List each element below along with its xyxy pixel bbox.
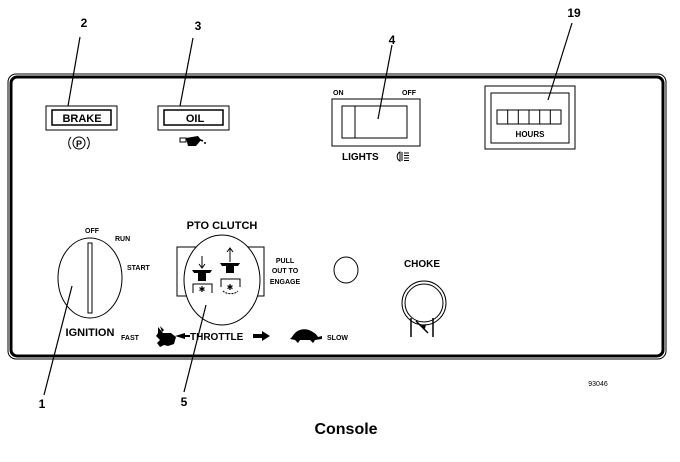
oil-can-icon <box>179 136 206 146</box>
pto-clutch: PTO CLUTCH ✱ ✱ PULL OUT TO ENGAGE <box>176 220 301 326</box>
figure-caption: Console <box>314 421 377 438</box>
oil-light: OIL <box>157 105 230 131</box>
ignition-switch: OFF RUN START IGNITION <box>57 228 151 339</box>
parking-brake-icon: P <box>68 136 90 150</box>
ignition-start-label: START <box>127 265 151 272</box>
throttle-arrow-left-icon <box>175 333 190 339</box>
pto-instruction-line-3: ENGAGE <box>270 279 301 286</box>
lights-off-label: OFF <box>402 90 417 97</box>
headlight-icon <box>396 151 409 162</box>
ignition-off-label: OFF <box>85 228 100 235</box>
callout-4: 4 <box>389 33 396 47</box>
svg-text:P: P <box>76 139 82 149</box>
throttle-fast-label: FAST <box>121 335 140 342</box>
rabbit-icon <box>156 326 176 347</box>
brake-label: BRAKE <box>62 113 101 125</box>
throttle-label: THROTTLE <box>190 332 244 343</box>
callout-1: 1 <box>39 397 46 411</box>
pto-disengaged-icon: ✱ <box>192 256 213 294</box>
callout-3: 3 <box>195 19 202 33</box>
console-panel <box>9 75 665 358</box>
choke-label: CHOKE <box>404 259 440 270</box>
ignition-label: IGNITION <box>66 327 115 339</box>
blank-plug <box>333 256 359 284</box>
throttle: FAST THROTTLE SLOW <box>121 326 348 347</box>
pto-clutch-label: PTO CLUTCH <box>187 220 258 232</box>
pto-instruction-line-1: PULL <box>276 258 295 265</box>
brake-light: BRAKE <box>45 105 118 131</box>
hour-meter: HOURS <box>484 85 576 150</box>
callout-2: 2 <box>81 16 88 30</box>
pto-instruction-line-2: OUT TO <box>272 268 299 275</box>
choke-symbol-icon <box>410 318 434 337</box>
callout-19: 19 <box>567 6 581 20</box>
lights-switch: ON OFF LIGHTS <box>331 90 421 163</box>
callout-leaders <box>43 22 573 396</box>
svg-text:✱: ✱ <box>227 283 234 292</box>
svg-text:✱: ✱ <box>199 285 206 294</box>
turtle-icon <box>290 329 322 343</box>
throttle-slow-label: SLOW <box>327 335 348 342</box>
lights-label: LIGHTS <box>342 152 379 163</box>
oil-label: OIL <box>186 113 205 125</box>
choke: CHOKE <box>401 259 447 337</box>
lights-on-label: ON <box>333 90 344 97</box>
throttle-arrow-right-icon <box>253 331 270 341</box>
figure-number: 93046 <box>588 381 608 388</box>
console-panel-outer <box>7 73 667 360</box>
callout-5: 5 <box>181 395 188 409</box>
hours-label: HOURS <box>516 130 546 139</box>
hour-meter-digits <box>496 109 562 125</box>
pto-engaged-icon: ✱ <box>220 247 241 295</box>
ignition-run-label: RUN <box>115 236 130 243</box>
